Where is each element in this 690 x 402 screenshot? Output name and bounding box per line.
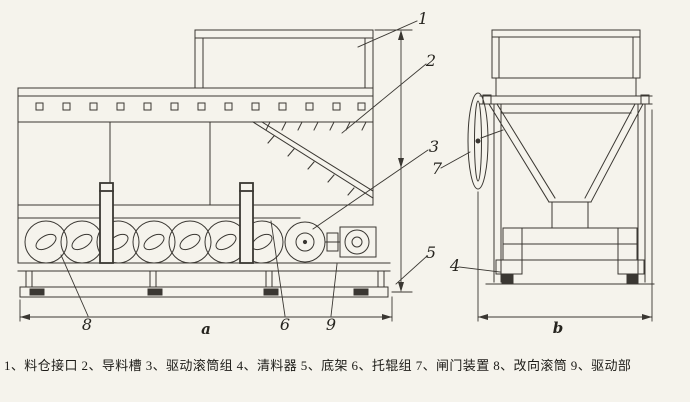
lower-box-end-view: [485, 227, 655, 285]
machine-body: [17, 87, 374, 264]
part-label-2: 2: [425, 51, 436, 70]
feeder-machine-diagram: 1 2 3 7 5 4 8 6 9 a b: [17, 9, 655, 338]
gate-device-handwheel: [467, 92, 504, 190]
end-view: [467, 29, 655, 285]
guide-chute: [17, 87, 374, 131]
top-flange: [479, 94, 653, 105]
dim-label-b: b: [553, 319, 564, 337]
hopper-side-view: [194, 29, 374, 89]
chute-body-end-view: [488, 103, 644, 229]
dimension-b-line: [477, 109, 653, 322]
height-dimension-line: [374, 29, 413, 293]
base-frame: [17, 262, 391, 298]
leader-lines: [60, 20, 501, 317]
part-label-6: 6: [280, 315, 290, 334]
part-label-7: 7: [432, 159, 443, 178]
support-posts: [99, 182, 254, 264]
roller-group: [17, 217, 301, 264]
drive-unit: [284, 221, 377, 263]
frame-legs: [493, 103, 646, 283]
part-label-3: 3: [429, 137, 439, 156]
part-label-9: 9: [326, 315, 336, 334]
part-label-1: 1: [418, 9, 428, 28]
hopper-end-view: [491, 29, 641, 97]
side-view: [17, 29, 391, 298]
part-label-5: 5: [426, 243, 436, 262]
dimension-a-line: [19, 296, 393, 322]
part-label-4: 4: [449, 256, 460, 275]
part-label-8: 8: [82, 315, 92, 334]
parts-legend: 1、料仓接口 2、导料槽 3、驱动滚筒组 4、清料器 5、底架 6、托辊组 7、…: [4, 358, 632, 373]
dim-label-a: a: [201, 320, 211, 338]
